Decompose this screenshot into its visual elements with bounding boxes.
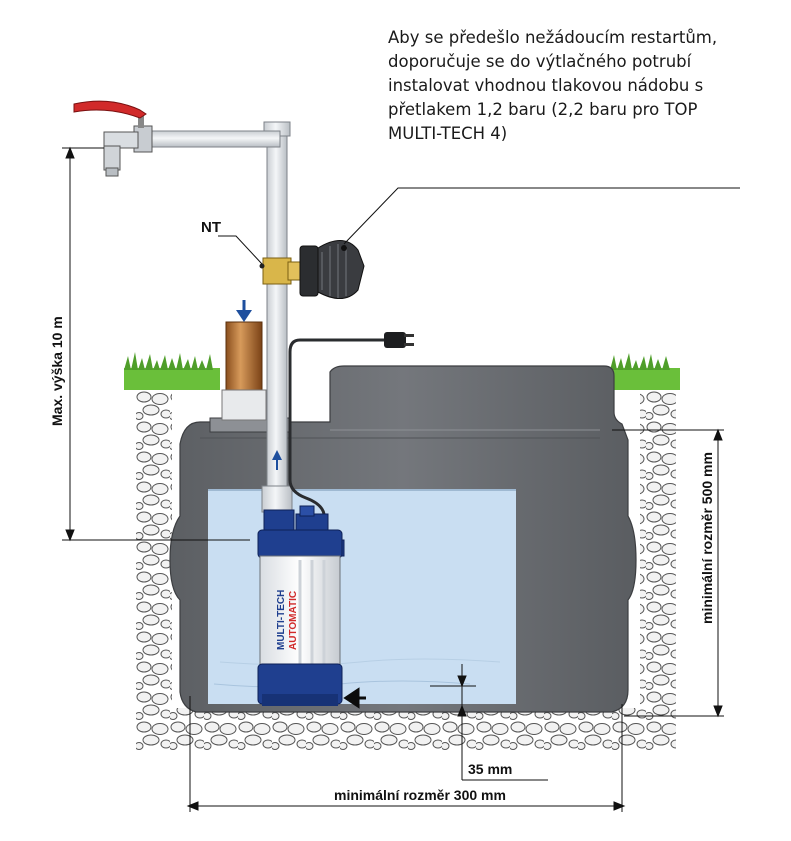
dimension-min-500 <box>612 428 724 718</box>
inlet-pipe <box>221 300 267 421</box>
min-300-label: minimální rozměr 300 mm <box>334 787 506 803</box>
tap-faucet <box>73 100 153 177</box>
nt-label: NT <box>201 219 221 236</box>
grass <box>124 352 680 390</box>
nt-fitting <box>259 257 303 285</box>
dimension-max-height <box>62 146 250 542</box>
dim-35-label: 35 mm <box>468 761 512 777</box>
max-height-label: Max. výška 10 m <box>49 316 65 426</box>
installation-note: Aby se předešlo nežádoucím restartům, do… <box>388 26 783 146</box>
min-500-label: minimální rozměr 500 mm <box>699 452 715 624</box>
note-line-5: MULTI-TECH 4) <box>388 124 508 143</box>
pump-brand-line1: MULTI-TECH <box>276 590 287 650</box>
note-line-2: doporučuje se do výtlačného potrubí <box>388 52 692 71</box>
note-line-3: instalovat vhodnou tlakovou nádobu s <box>388 76 704 95</box>
intake-arrow <box>343 687 366 709</box>
dimension-min-300 <box>186 696 626 812</box>
dimension-35 <box>430 664 548 781</box>
leader-lines <box>218 187 740 265</box>
pump-brand-line2: AUTOMATIC <box>288 591 299 650</box>
submersible-pump <box>257 505 345 706</box>
pressure-vessel <box>299 240 365 299</box>
power-cable <box>288 332 414 515</box>
horizontal-pipe <box>145 130 281 148</box>
note-line-4: přetlakem 1,2 baru (2,2 baru pro TOP <box>388 100 698 119</box>
note-line-1: Aby se předešlo nežádoucím restartům, <box>388 28 718 47</box>
discharge-pipe <box>261 121 293 513</box>
